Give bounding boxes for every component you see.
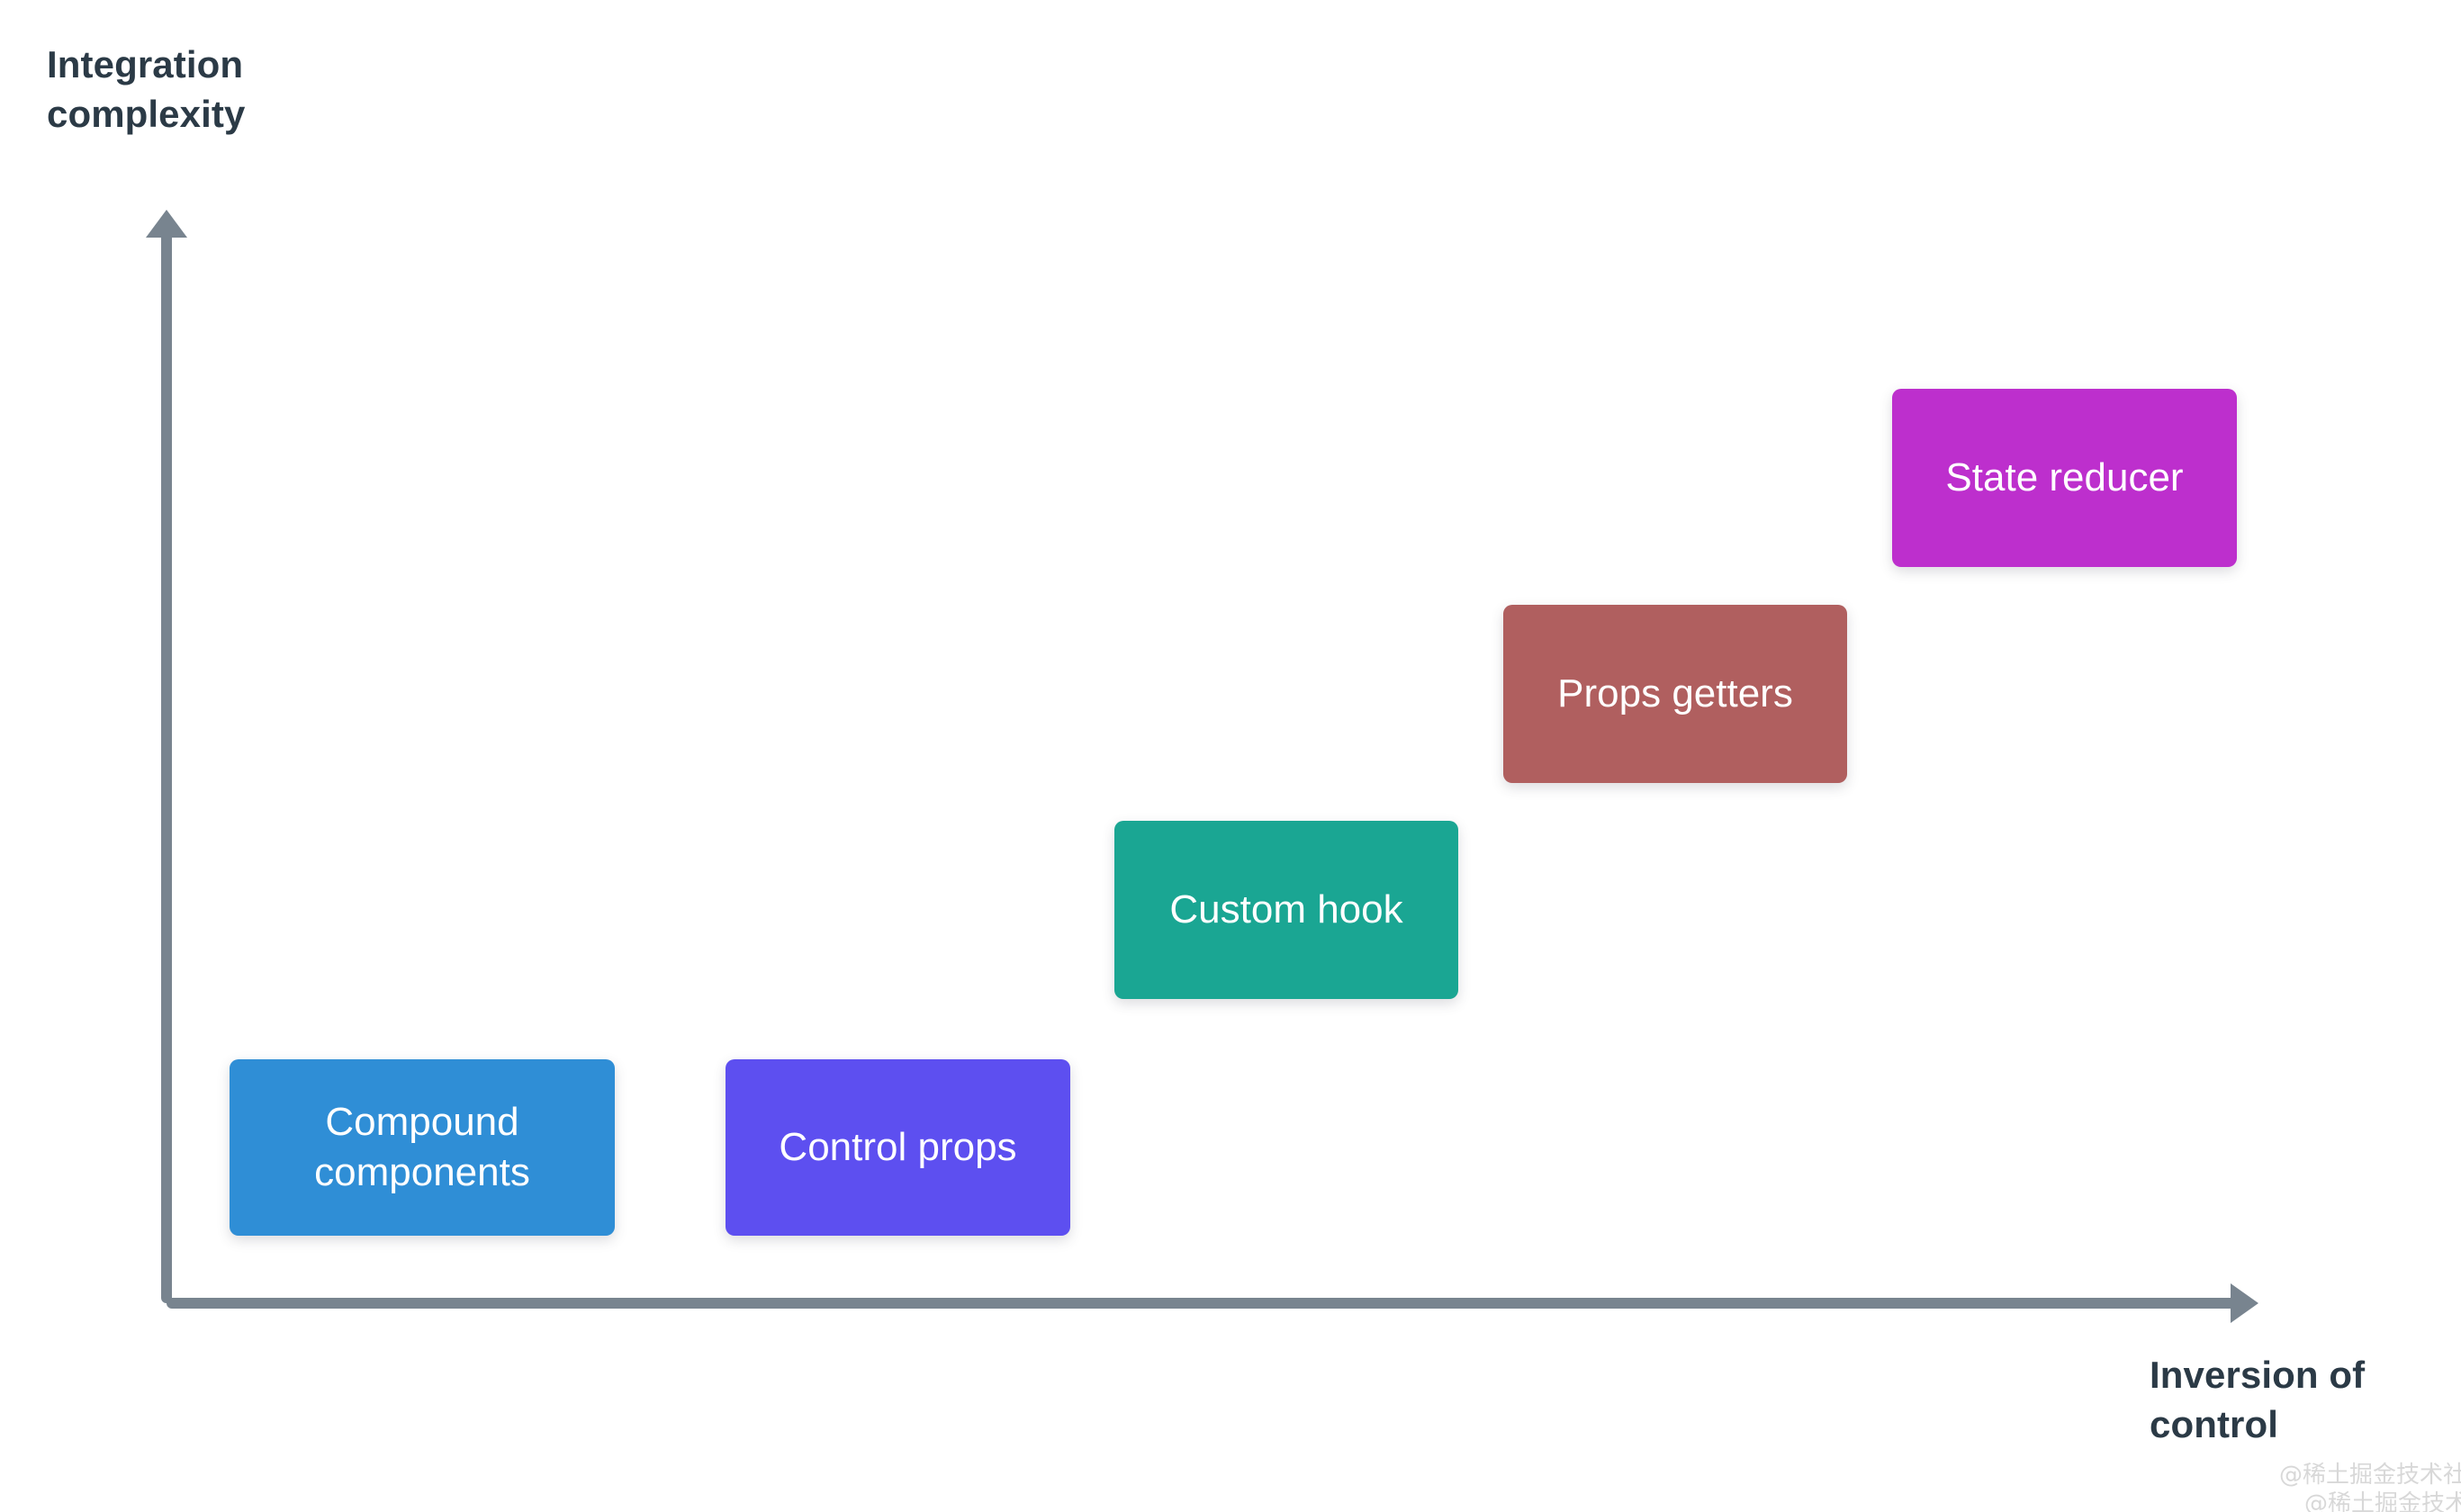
watermark-text: @稀土掘金技术社区 [2279,1462,2461,1489]
node-box[interactable]: Props getters [1503,605,1847,783]
y-axis-label: Integration complexity [47,43,246,136]
x-axis-arrow-icon [2231,1283,2258,1323]
node-box[interactable]: Control props [726,1059,1070,1236]
watermark-text: @稀土掘金技术社区 [2304,1490,2461,1512]
y-axis-line [161,230,172,1303]
node-box[interactable]: Custom hook [1114,821,1458,999]
y-axis-arrow-icon [146,210,187,238]
x-axis-line [167,1298,2239,1309]
node-box[interactable]: Compound components [230,1059,615,1236]
x-axis-label: Inversion of control [2150,1354,2366,1446]
node-box[interactable]: State reducer [1892,389,2237,567]
